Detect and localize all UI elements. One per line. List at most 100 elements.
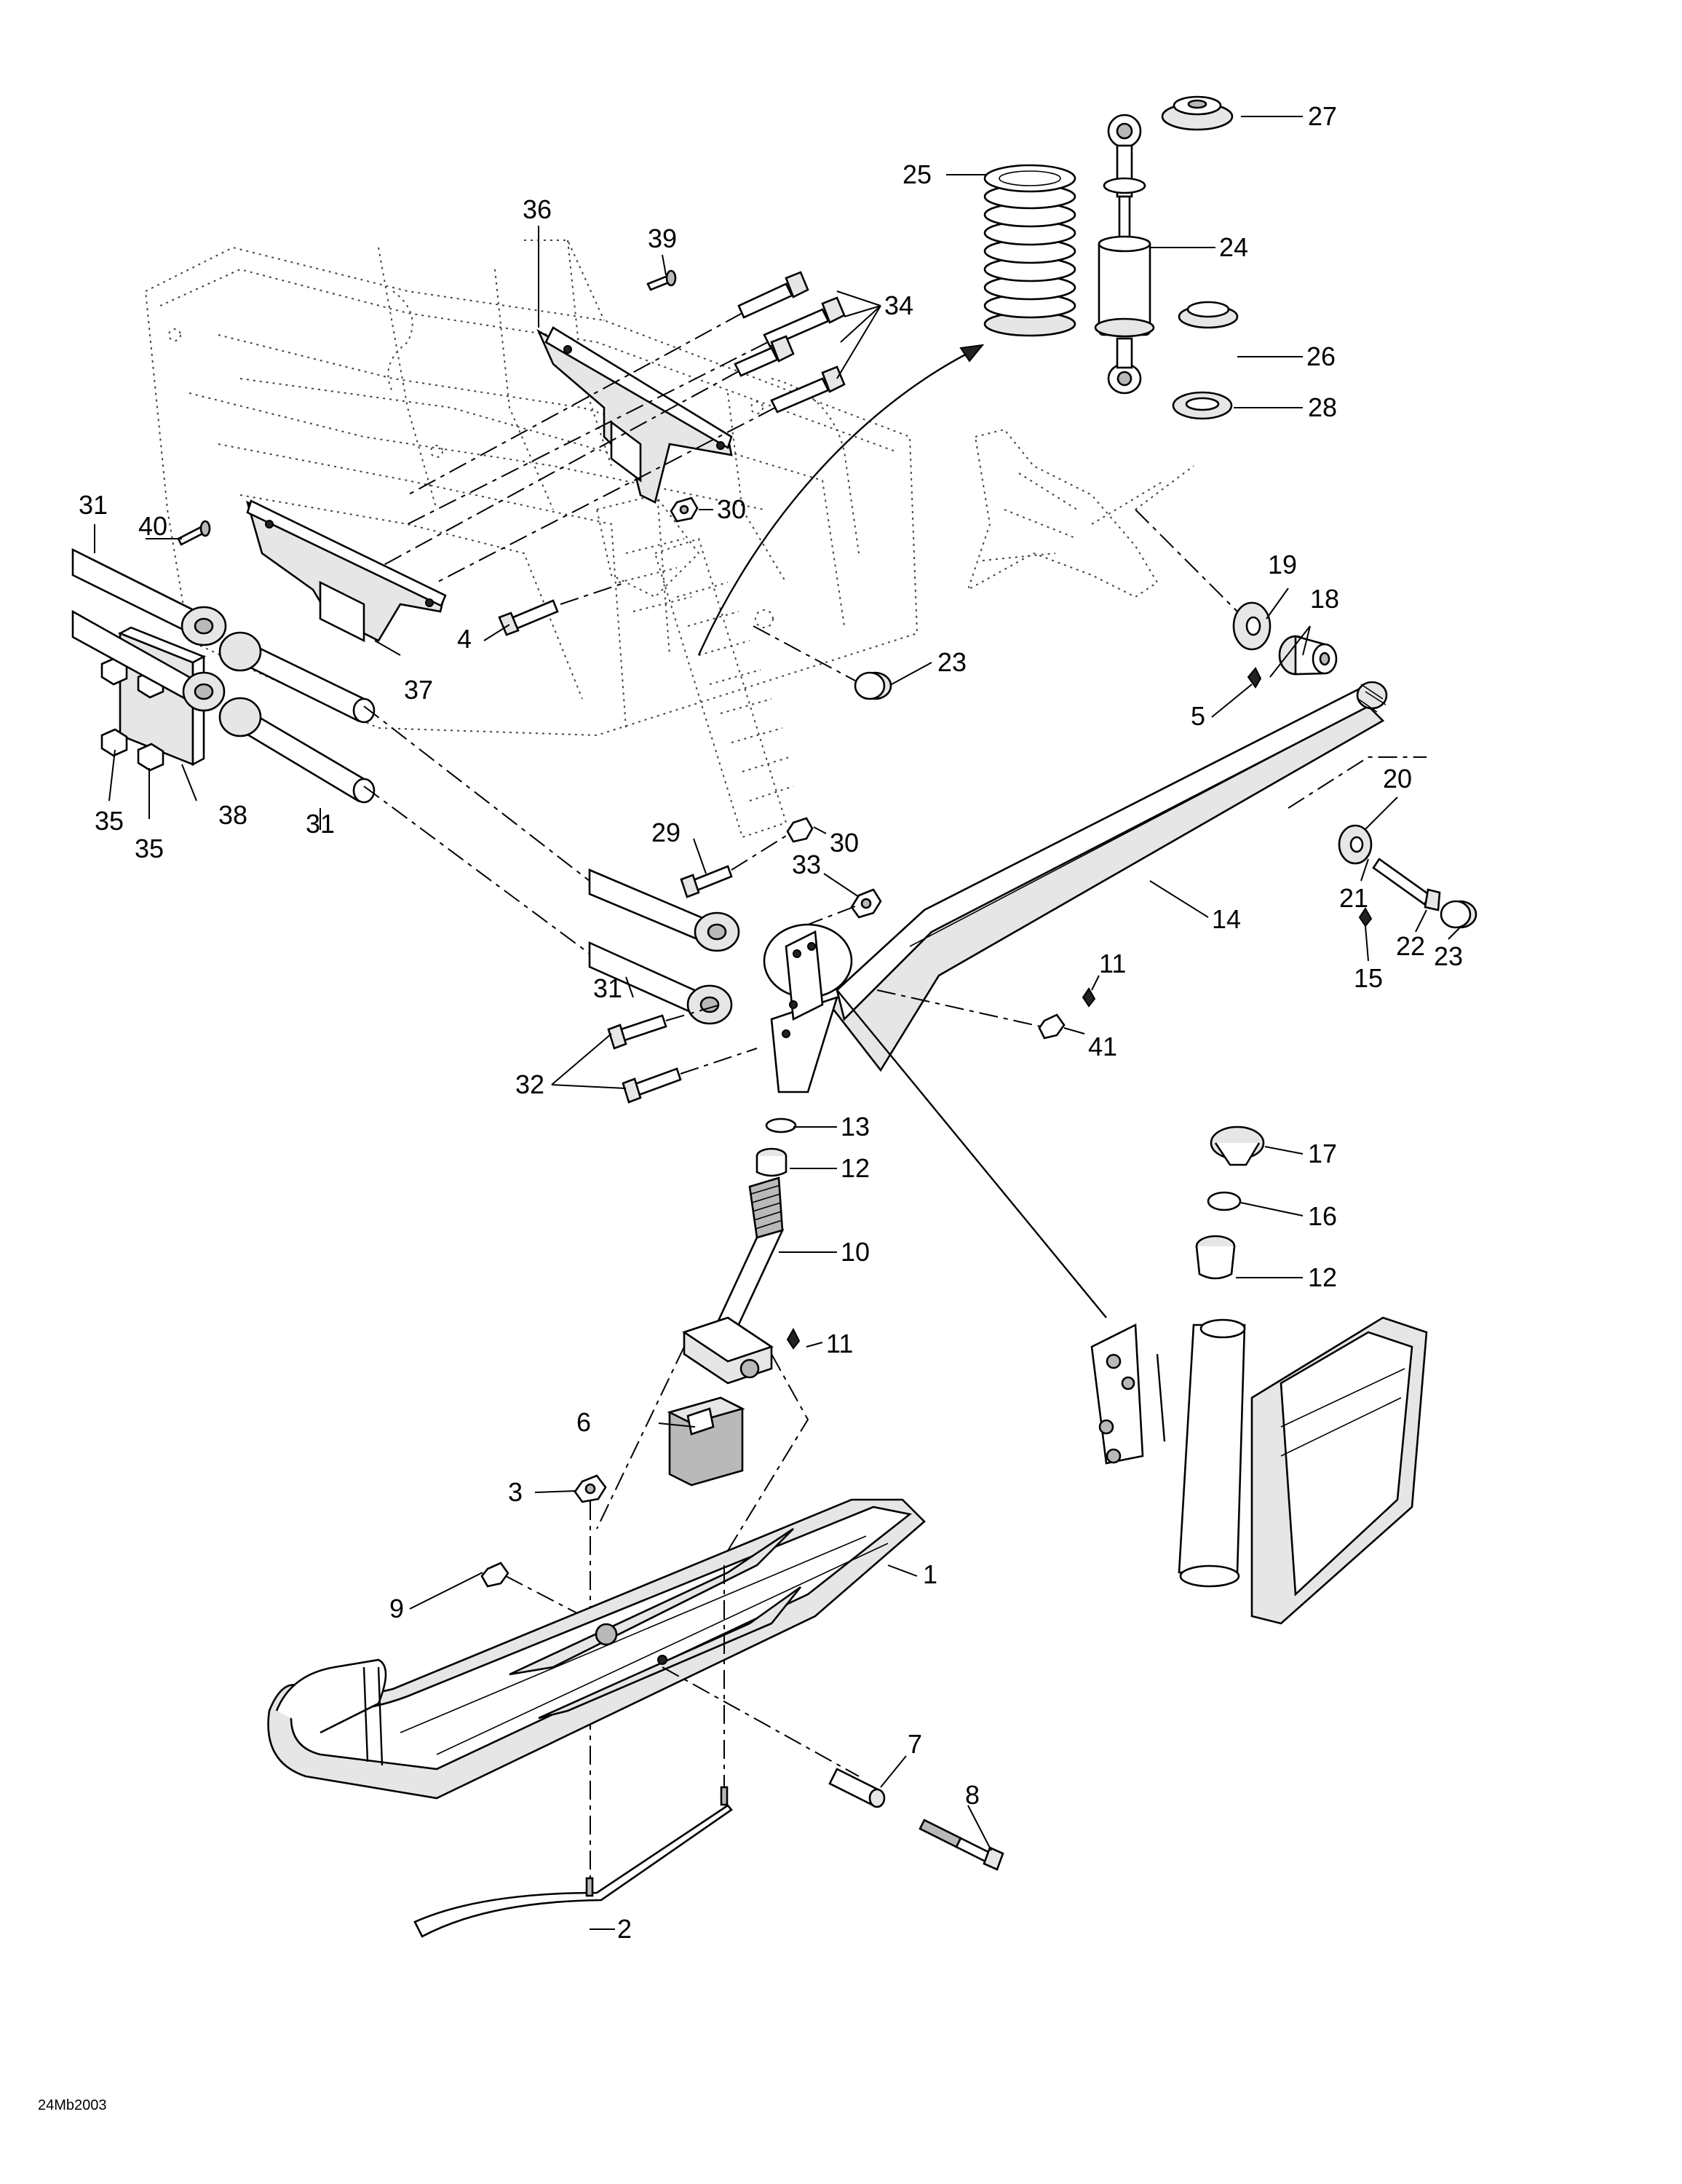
- callout-11b: 11: [826, 1329, 853, 1358]
- callout-26: 26: [1306, 341, 1336, 371]
- callout-17: 17: [1308, 1139, 1337, 1168]
- cap-17: [1210, 1125, 1265, 1166]
- callout-13: 13: [841, 1112, 870, 1142]
- callout-9: 9: [389, 1594, 404, 1623]
- cap-23-upper: [854, 671, 892, 700]
- nut-30-upper: [670, 496, 699, 523]
- bushing-7: [828, 1768, 886, 1808]
- spring-seat-lower: [1178, 301, 1239, 329]
- callout-24: 24: [1219, 232, 1248, 262]
- washer-28: [1172, 391, 1233, 420]
- bolts-32: [607, 1014, 682, 1104]
- grease-fitting-15: [1358, 907, 1373, 927]
- callout-32: 32: [515, 1069, 544, 1099]
- callout-41: 41: [1088, 1032, 1117, 1061]
- radius-rod-lower: [71, 609, 376, 804]
- nut-41: [1038, 1013, 1066, 1040]
- callout-23b: 23: [1434, 941, 1463, 971]
- radius-rod-front-lower: [588, 941, 733, 1025]
- nut-30-lower: [786, 817, 814, 843]
- detail-reference-line: [836, 989, 1107, 1318]
- callout-20: 20: [1383, 764, 1412, 794]
- frame-ghost-right: [967, 428, 1194, 598]
- bushing-18: [1278, 635, 1338, 676]
- side-bracket-37: [245, 499, 447, 643]
- diagram-code: 24Mb2003: [38, 2097, 107, 2113]
- bolt-8: [919, 1819, 1004, 1871]
- washer-20: [1338, 824, 1373, 865]
- callout-14: 14: [1212, 904, 1241, 934]
- callout-2: 2: [617, 1914, 632, 1944]
- callout-labels: 1 2 3 4 5 6 7 8 9 10 11 11 12 12 13 14 1…: [79, 101, 1463, 1944]
- callout-3: 3: [508, 1477, 523, 1507]
- callout-18: 18: [1310, 584, 1339, 614]
- rivet-40: [177, 520, 211, 546]
- callout-5: 5: [1191, 701, 1205, 731]
- grease-fitting-11-lower: [786, 1327, 801, 1350]
- shock-removal-arrow: [697, 348, 976, 656]
- spindle-10: [707, 1176, 785, 1342]
- callout-39: 39: [648, 223, 677, 253]
- callout-31b: 31: [306, 809, 335, 839]
- callout-23a: 23: [937, 647, 967, 677]
- cap-23-lower: [1440, 900, 1477, 929]
- callout-12b: 12: [1308, 1262, 1337, 1292]
- callout-35b: 35: [135, 834, 164, 863]
- o-ring-16: [1207, 1191, 1242, 1211]
- callout-30b: 30: [830, 828, 859, 858]
- spindle-yoke: [682, 1316, 774, 1385]
- callout-25: 25: [903, 159, 932, 189]
- radius-rod-upper: [71, 547, 376, 724]
- callout-40: 40: [138, 511, 167, 541]
- callout-21: 21: [1339, 883, 1368, 913]
- leader-lines: [94, 116, 1460, 1930]
- callout-36: 36: [523, 194, 552, 224]
- coil-spring: [983, 164, 1076, 337]
- callout-10: 10: [841, 1237, 870, 1267]
- ski-1: [267, 1498, 926, 1800]
- callout-16: 16: [1308, 1201, 1337, 1231]
- callout-35a: 35: [95, 806, 124, 836]
- callout-1: 1: [923, 1559, 937, 1589]
- callout-28: 28: [1308, 392, 1337, 422]
- callout-27: 27: [1308, 101, 1337, 131]
- callout-8: 8: [965, 1780, 980, 1810]
- radius-rod-front-upper: [588, 869, 740, 952]
- callout-4: 4: [457, 624, 472, 654]
- callout-6: 6: [576, 1407, 591, 1437]
- wear-bar-2: [413, 1786, 733, 1938]
- shock-absorber: [1094, 114, 1155, 395]
- installed-shock-ghost: [654, 537, 794, 839]
- callout-15: 15: [1354, 963, 1383, 993]
- callout-30a: 30: [717, 494, 746, 524]
- callout-11a: 11: [1099, 949, 1126, 978]
- upper-bracket: [536, 326, 733, 504]
- callout-31a: 31: [79, 490, 108, 520]
- grease-fitting-5: [1247, 667, 1262, 689]
- o-ring-13: [765, 1117, 797, 1133]
- callout-33: 33: [792, 850, 821, 879]
- bolts-34: [734, 271, 846, 414]
- bolt-22: [1372, 858, 1441, 911]
- callout-7: 7: [908, 1729, 922, 1759]
- rivet-39: [646, 269, 677, 291]
- callout-12a: 12: [841, 1153, 870, 1183]
- callout-31c: 31: [593, 973, 622, 1003]
- spindle-housing-detail: [1090, 1316, 1428, 1625]
- callout-37: 37: [404, 675, 433, 705]
- callout-22: 22: [1396, 931, 1425, 961]
- bushing-12-right: [1195, 1235, 1236, 1280]
- nut-9: [480, 1562, 509, 1588]
- callout-38: 38: [218, 800, 247, 830]
- grease-fitting-11-upper: [1082, 987, 1096, 1008]
- rubber-stopper-6: [667, 1396, 745, 1487]
- bolt-4: [498, 599, 559, 636]
- spindle-tube: [763, 923, 853, 1093]
- callout-19: 19: [1268, 550, 1297, 579]
- nut-33: [850, 888, 882, 919]
- nut-3: [574, 1474, 607, 1503]
- bushing-12-left: [755, 1147, 788, 1177]
- callout-29: 29: [651, 818, 681, 847]
- washer-19: [1232, 601, 1272, 651]
